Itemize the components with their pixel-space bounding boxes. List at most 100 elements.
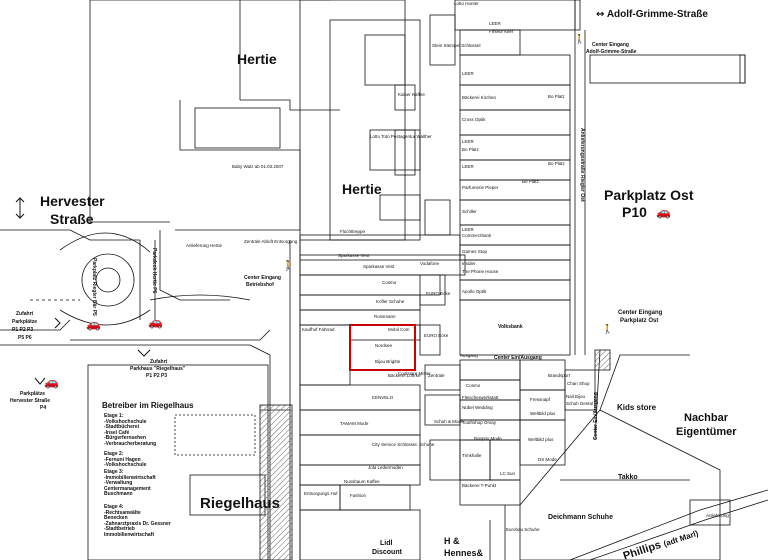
shop-bonprix: Bonprix Mode (474, 436, 502, 441)
car-icon-zufahrt-2: 🚗 (148, 315, 163, 329)
shop-rossmann: Rossmann (374, 314, 396, 319)
shop-euro-ecke-1: EURO Ecke (426, 291, 451, 296)
zufahrt-parkhaus-2: Parkhaus "Riegelhaus" (130, 366, 186, 372)
discount-label: Discount (372, 549, 402, 556)
shop-bijou: Bijou Brigitte (375, 359, 401, 364)
center-eingang-top-1: Center Eingang (592, 42, 629, 48)
street-adolf-grimme: ↔ Adolf-Grimme-Straße (596, 9, 708, 20)
nachbar-label: Nachbar (684, 412, 729, 424)
lidl-label: Lidl (380, 540, 393, 547)
deichmann-label: Deichmann Schuhe (548, 514, 613, 521)
zufahrt-3: P1 P2 P3 (12, 327, 34, 333)
shop-kaiser-kaffee: Kaiser Kaffee (398, 92, 425, 97)
zufahrt-parkhaus-1: Zufahrt (150, 359, 168, 365)
riegelhaus-etage-4: Etage 4: -Rechtsanwälte Benecken -Zahnar… (104, 504, 171, 538)
center-eingang-top-2: Adolf-Grimme-Straße (586, 49, 637, 55)
shop-mobil-com: Mobil Com (388, 327, 410, 332)
hertie-mid-label: Hertie (342, 181, 382, 197)
shop-fleischer: Fleischerwerkstatt (462, 395, 499, 400)
zufahrt-1: Zufahrt (16, 311, 34, 317)
parkplatz-riegler: Parkplatz Riegler Bär P5 (91, 258, 97, 316)
riegelhaus-dir-title: Betreiber im Riegelhaus (102, 401, 194, 410)
hertie-top-label: Hertie (237, 51, 277, 67)
shop-friseur: Friseur Klier (489, 29, 514, 34)
car-icon-zufahrt: 🚗 (86, 317, 101, 331)
shop-nuebel: Nübel Wedding (462, 405, 493, 410)
shop-euro-ecke-2: EURO Ecke (424, 333, 449, 338)
shop-anlieferung-hertie: Anlieferung Hertie (186, 243, 223, 248)
riegelhaus-label: Riegelhaus (200, 495, 281, 512)
riegelhaus-etage-2: Etage 2: -Fernuni Hagen -Volkshochschule (104, 451, 147, 468)
shop-brandsport: Brandsport (548, 373, 571, 378)
hennes-label-1: H & (444, 536, 460, 546)
street-hervester-1: Hervester (40, 193, 105, 209)
zufahrt-2: Parkplätze (12, 319, 38, 325)
center-ein-ausgang: Center Ein/Ausgang (494, 355, 542, 361)
shop-chan: Chan Shop (567, 381, 590, 386)
eigentuemer-label: Eigentümer (676, 426, 737, 438)
shop-weltbild-2: Weltbild plus (528, 437, 554, 442)
shop-kaufhof: Kaufhof Fahrrad (302, 327, 335, 332)
shop-cross-optik: Cross Optik (462, 117, 486, 122)
shop-leer-3: LEER (462, 139, 474, 144)
shop-schuh-mode: Schuh & Mode (434, 419, 464, 424)
shop-anlieferung-lidl: Anlieferung (706, 513, 729, 518)
shop-zentrale-abluft: Zentrale Abluft Entsorgung (244, 239, 298, 244)
parkplaetze-hervester-1: Parkplätze (20, 391, 46, 397)
shop-ausgang: Ausgang (460, 353, 478, 358)
shop-lotto: Lotto Toto Postagentur Walther (370, 134, 432, 139)
shop-sparkasse-2: Sparkasse Vest (363, 264, 395, 269)
shop-leer-4: LEER (462, 164, 474, 169)
shop-bo-platz-4: Bo Platz (462, 147, 479, 152)
shop-nordsee: Nordsee (375, 343, 393, 348)
shop-weltbild: Weltbild plus (530, 411, 556, 416)
shop-backerei-loehrke: Bäckerei Löhrke (388, 373, 421, 378)
walking-person-icon: 🚶 (574, 35, 586, 45)
shop-eurobau: Eurobau Schuhe (506, 527, 540, 532)
shop-sparkasse: Sparkasse Vest (338, 253, 370, 258)
shop-stein-stempel: Stein Stempel Schlüssel (432, 43, 481, 48)
shop-kofler: Kofler Schuhe (376, 299, 405, 304)
volksbank-label: Volksbank (498, 324, 523, 330)
shop-nail-bijou: Nail Bijou (566, 394, 586, 399)
shop-nussbaum: Nussbaum Kaffee (344, 479, 380, 484)
shop-vodafone: Vodafone (420, 261, 440, 266)
hennes-label-2: Hennes& (444, 548, 484, 558)
shop-toothshop: Toothshop Orsay (462, 420, 497, 425)
shop-schiller: Schiller (462, 209, 477, 214)
parkplaetze-hervester-2: Hervester Straße (10, 398, 51, 404)
shop-trinkhalle: Trinkhalle (462, 453, 482, 458)
shop-kenvelo: KENVELO (372, 395, 394, 400)
zufahrt-parkhaus-3: P1 P2 P3 (146, 373, 168, 379)
parkplaetze-hervester-3: P4 (40, 405, 47, 411)
kids-store-label: Kids store (617, 403, 657, 412)
shop-bo-platz-3: Bo Platz (522, 179, 539, 184)
takko-label: Takko (618, 474, 638, 481)
center-eingang-betrieb-2: Betriebshof (246, 282, 274, 288)
shop-games-stop: Games Stop (462, 249, 488, 254)
parkplatz-ost-p10: P10 (622, 204, 647, 220)
anlieferung-label: Anlieferungsstraße Riegler Ost (579, 128, 585, 202)
shop-insider: Insider (462, 261, 476, 266)
riegelhaus-etage-3: Etage 3: -Immobilienwirtschaft -Verwaltu… (104, 469, 156, 497)
you-are-here-marker (349, 324, 416, 371)
center-ein-ausgang-vert: Center Ein/Ausgang (593, 392, 599, 440)
parkplatz-ost-label: Parkplatz Ost (604, 187, 694, 203)
center-eingang-ost-2: Parkplatz Ost (620, 318, 659, 324)
shop-parfumerie: Parfumerie Pieper (462, 185, 499, 190)
shop-leer-2: LEER (462, 71, 474, 76)
shop-leer-1: LEER (489, 21, 501, 26)
riegelhaus-etage-1: Etage 1: -Volkshochschule -Stadtbücherei… (104, 413, 157, 447)
shop-jola: Jola Ledermoden (368, 465, 403, 470)
shop-zentrale: Zentrale (428, 373, 445, 378)
shop-tamam: TAMAM Mode (340, 421, 369, 426)
parkdeck-hertie: Parkdeck Hertie P6 (151, 248, 157, 294)
shop-apollo-optik: Apollo Optik (462, 289, 487, 294)
shop-fressnapf: Fressnapf (530, 397, 551, 402)
shop-cosmo-2: Cosmo (466, 383, 481, 388)
shop-baby-walz: Baby Walz ab 01.03.2007 (232, 164, 284, 169)
shop-lc-sun: LC Sun (500, 471, 516, 476)
center-eingang-betrieb-1: Center Eingang (244, 275, 281, 281)
